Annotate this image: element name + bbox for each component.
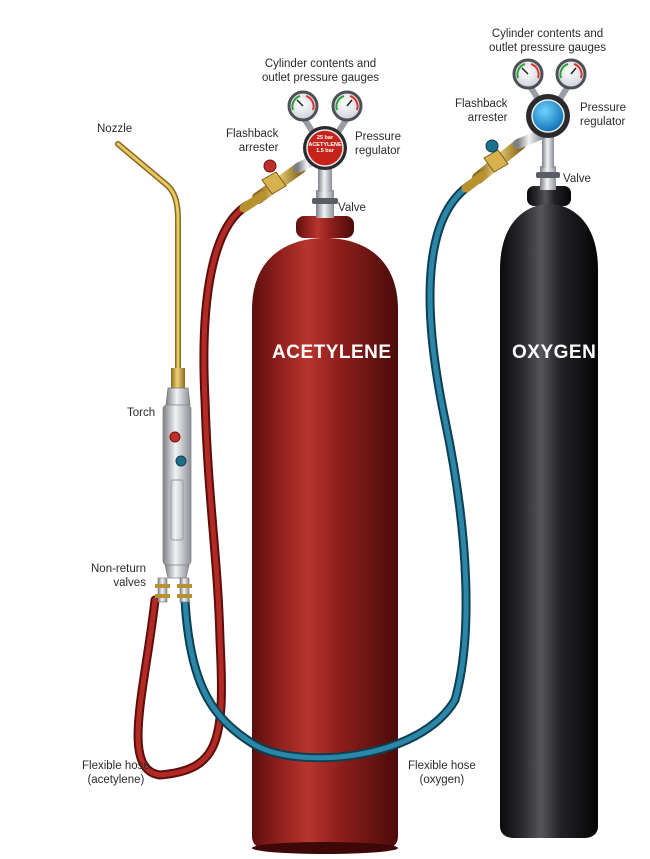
nozzle [115,141,181,375]
acetylene-regulator-assembly [239,90,363,218]
oxygen-flashback-arrester [461,138,526,193]
valve-label-oxygen: Valve [563,173,591,185]
non-return-valves [155,577,192,603]
oxygen-control-knob [175,455,187,467]
oxygen-cylinder [500,186,598,838]
hose-acetylene-label: Flexible hose(acetylene) [82,760,150,786]
acetylene-hose [133,200,253,780]
valve-label-acetylene: Valve [338,202,366,214]
torch-label: Torch [127,407,156,419]
oxygen-cylinder-label: OXYGEN [512,342,597,363]
acetylene-cylinder-label: ACETYLENE [272,342,392,363]
welding-torch [115,141,192,603]
acetylene-control-knob [169,431,181,443]
acetylene-cylinder [252,216,398,854]
oxygen-regulator-dial [531,99,565,133]
oxygen-regulator-assembly [461,58,587,193]
acetylene-regulator-badge [306,129,344,167]
acetylene-flashback-arrester [239,159,306,213]
hose-oxygen-label: Flexible hose(oxygen) [408,760,476,786]
regulator-badge-text: 25 bar ACETYLENE 1.5 bar [308,135,342,154]
torch-handle [162,404,192,566]
nozzle-label: Nozzle [97,123,133,135]
